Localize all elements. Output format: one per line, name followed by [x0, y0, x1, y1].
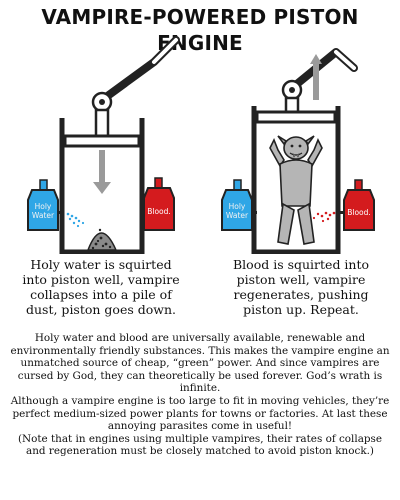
holy-water-bottle: Holy Water	[221, 179, 257, 231]
arrow-down-shaft	[99, 150, 105, 184]
caption-line: into piston well, vampire	[22, 272, 180, 287]
caption-piston-down: Holy water is squirted into piston well,…	[6, 257, 196, 317]
holy-water-spray	[66, 212, 85, 228]
caption-line: piston up. Repeat.	[243, 302, 359, 317]
caption-line: piston well, vampire	[236, 272, 366, 287]
blood-bottle: Blood.	[340, 179, 375, 231]
crank-arm-inner	[334, 50, 356, 70]
pivot-pin	[99, 99, 105, 105]
description-paragraph: Holy water and blood are universally ava…	[10, 332, 390, 395]
holy-water-bottle: Holy Water	[27, 179, 64, 231]
description-paragraph: Although a vampire engine is too large t…	[10, 394, 390, 433]
page-title: VAMPIRE-POWERED PISTON ENGINE	[41, 5, 359, 55]
pivot-pin	[289, 87, 295, 93]
arrow-up-icon	[310, 54, 322, 64]
blood-bottle: Blood.	[140, 177, 175, 231]
dust-pile	[86, 232, 118, 251]
caption-piston-up: Blood is squirted into piston well, vamp…	[206, 257, 396, 317]
description-text: Holy water and blood are universally ava…	[8, 332, 392, 458]
piston-head	[255, 110, 337, 124]
diagram-piston-down: Holy Water Blood.	[27, 36, 180, 254]
arrow-up-shaft	[313, 64, 319, 100]
caption-line: Blood is squirted into	[232, 257, 370, 272]
piston-rod	[94, 108, 110, 140]
holy-water-label-1: Holy	[35, 202, 52, 211]
caption-line: Holy water is squirted	[30, 257, 172, 272]
blood-label: Blood.	[347, 208, 371, 217]
caption-line: regenerates, pushing	[233, 287, 369, 302]
blood-spray	[312, 211, 336, 223]
holy-water-label-1: Holy	[229, 202, 246, 211]
arrow-down-icon	[93, 182, 111, 194]
vampire-face	[289, 144, 303, 158]
description-paragraph: (Note that in engines using multiple vam…	[17, 432, 383, 458]
holy-water-label-2: Water	[226, 211, 249, 220]
vampire-figure	[269, 135, 323, 245]
caption-line: dust, piston goes down.	[26, 302, 176, 317]
blood-label: Blood.	[147, 207, 171, 216]
cylinder-wall	[59, 118, 145, 254]
holy-water-label-2: Water	[32, 211, 55, 220]
diagram-piston-up: Holy Water Blood.	[221, 48, 375, 254]
crank-arm-inner	[152, 38, 178, 64]
dust-specks	[91, 228, 112, 250]
cylinder-wall	[251, 106, 341, 254]
piston-head	[63, 134, 141, 148]
caption-line: collapses into a pile of	[30, 287, 172, 302]
